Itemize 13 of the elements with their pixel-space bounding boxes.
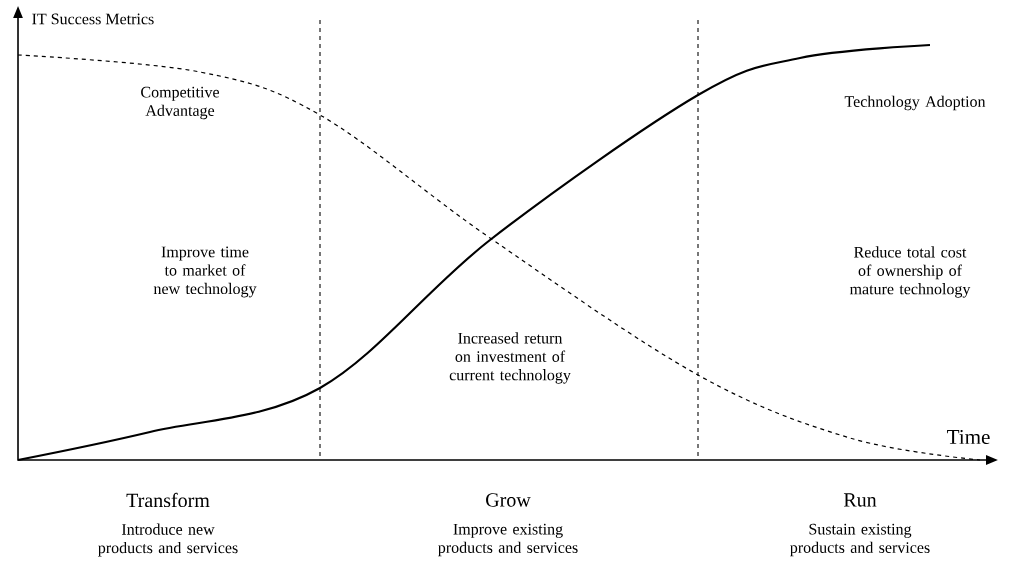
phase-description: Improve existing products and services [438,523,578,557]
phase-description: Introduce new products and services [98,523,238,557]
curve-label: Technology Adoption [844,95,986,111]
phase-title: Transform [126,492,210,508]
curve-label: Competitive Advantage [141,86,219,120]
phase-title: Run [843,493,877,507]
phase-title: Grow [486,493,531,507]
region-label: Improve time to market of new technology [153,246,257,298]
axis-label: IT Success Metrics [32,13,154,25]
phase-description: Sustain existing products and services [790,523,930,557]
region-label: Increased return on investment of current technology [449,332,571,384]
axis-label: Time [947,429,990,445]
region-label: Reduce total cost of ownership of mature technology [849,246,971,298]
